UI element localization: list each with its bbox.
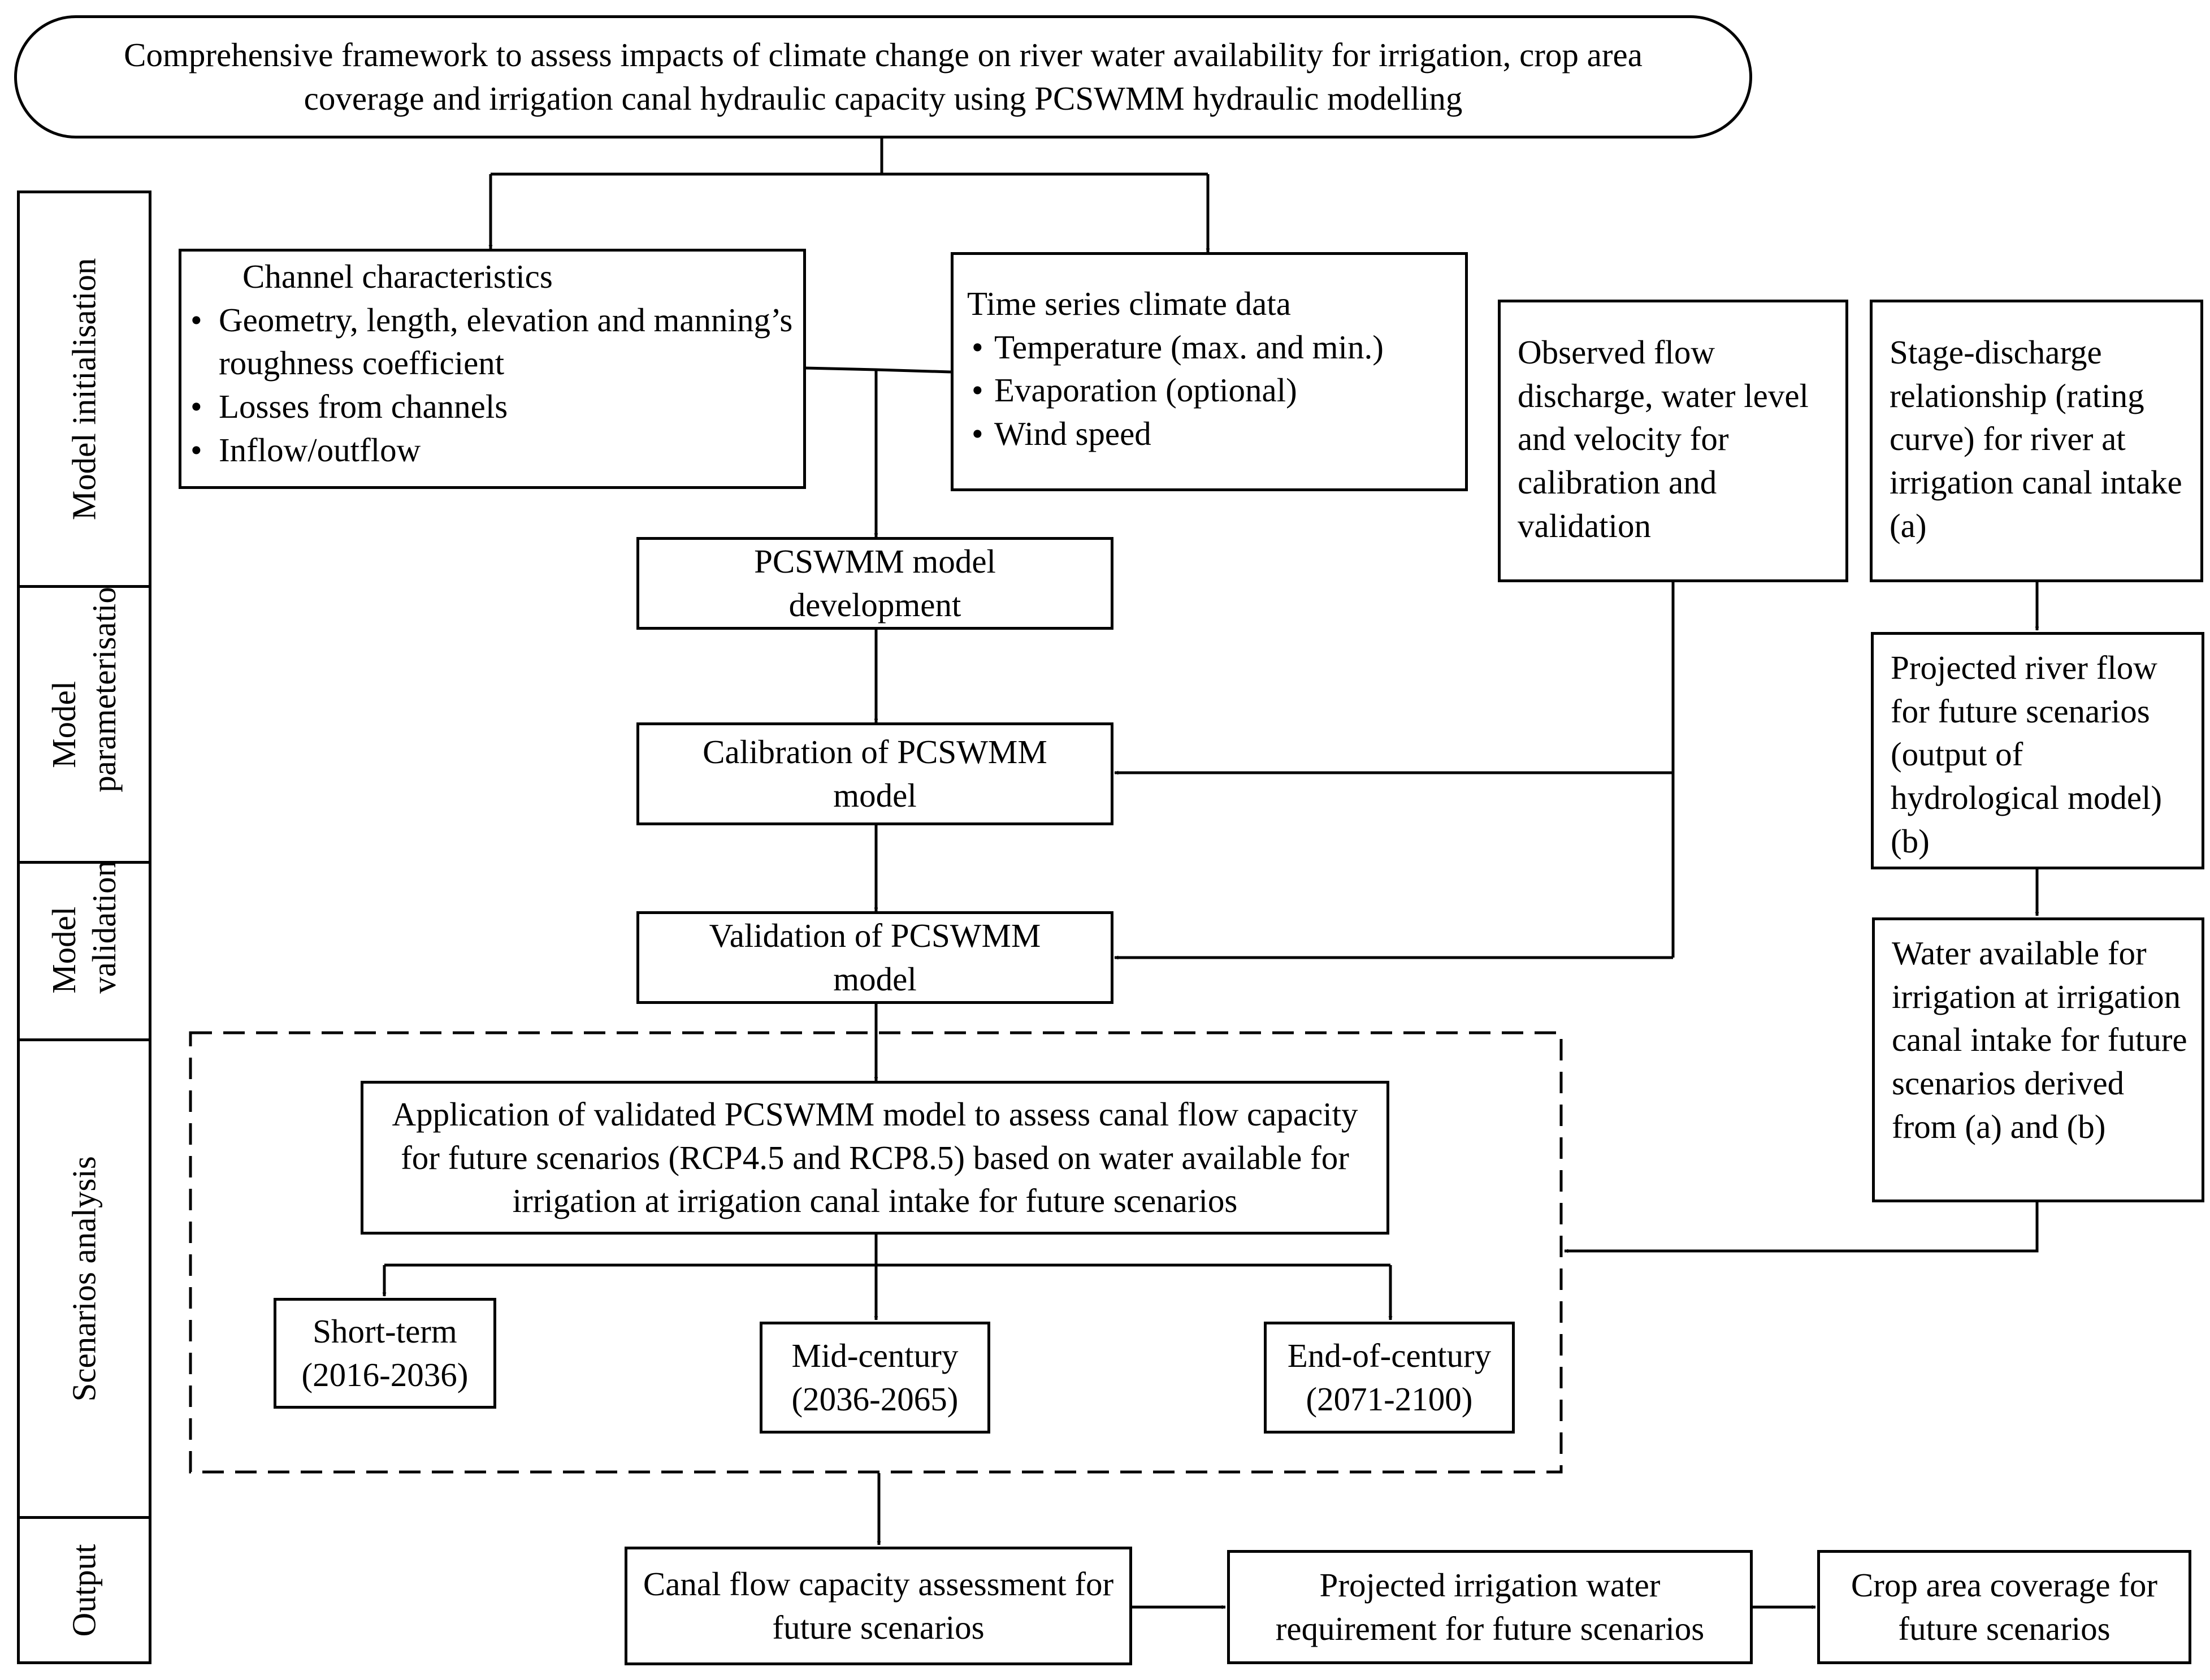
model-development-box: PCSWMM model development [636,537,1113,630]
stage-label: Output [65,1544,103,1636]
stage-discharge-text: Stage-discharge relationship (rating cur… [1890,334,2182,544]
channel-characteristics-box: Channel characteristics Geometry, length… [179,249,806,489]
stage-scenarios-analysis: Scenarios analysis [17,1038,151,1516]
framework-title-text: Comprehensive framework to assess impact… [124,36,1643,117]
stage-label: Scenarios analysis [65,1155,103,1402]
application-text: Application of validated PCSWMM model to… [392,1095,1358,1220]
stage-output: Output [17,1516,151,1664]
calibration-text: Calibration of PCSWMM model [703,733,1047,814]
framework-title: Comprehensive framework to assess impact… [14,15,1752,138]
connector-inputs-merge [804,366,951,374]
validation-text: Validation of PCSWMM model [709,917,1041,998]
canal-capacity-text: Canal flow capacity assessment for futur… [643,1565,1114,1646]
channel-list: Geometry, length, elevation and manning’… [186,298,793,472]
stage-label: Model validation [45,861,123,994]
stage-model-parameterisation: Model parameterisation [17,585,151,861]
projected-river-flow-text: Projected river flow for future scenario… [1891,649,2163,860]
list-item: Geometry, length, elevation and manning’… [186,298,793,385]
scenarios-group-boundary [189,1031,1563,1474]
validation-box: Validation of PCSWMM model [636,911,1113,1004]
climate-heading: Time series climate data [967,285,1291,322]
observed-data-box: Observed flow discharge, water level and… [1498,300,1848,582]
crop-area-text: Crop area coverage for future scenarios [1851,1566,2158,1647]
list-item: Evaporation (optional) [967,369,1455,412]
calibration-box: Calibration of PCSWMM model [636,722,1113,825]
irrigation-requirement-text: Projected irrigation water requirement f… [1275,1566,1705,1647]
irrigation-requirement-box: Projected irrigation water requirement f… [1227,1550,1753,1664]
canal-capacity-box: Canal flow capacity assessment for futur… [625,1547,1132,1665]
channel-heading: Channel characteristics [242,258,553,295]
model-development-text: PCSWMM model development [754,543,996,623]
arrow-water-to-scenarios [1564,1201,2039,1253]
end-of-century-box: End-of-century (2071-2100) [1264,1322,1515,1434]
water-available-box: Water available for irrigation at irriga… [1872,917,2204,1202]
stage-model-validation: Model validation [17,861,151,1038]
climate-list: Temperature (max. and min.) Evaporation … [967,326,1455,456]
list-item: Inflow/outflow [186,428,793,472]
period-years: (2071-2100) [1306,1380,1473,1418]
stage-label: Model parameterisation [45,585,123,793]
period-years: (2016-2036) [301,1356,469,1393]
list-item: Wind speed [967,412,1455,456]
stage-model-initialisation: Model initialisation [17,190,151,585]
short-term-box: Short-term (2016-2036) [274,1298,496,1409]
crop-area-box: Crop area coverage for future scenarios [1817,1550,2191,1664]
climate-data-box: Time series climate data Temperature (ma… [951,252,1468,491]
projected-river-flow-box: Projected river flow for future scenario… [1871,632,2204,869]
period-label: Short-term [313,1313,457,1350]
application-box: Application of validated PCSWMM model to… [361,1081,1389,1235]
stage-label: Model initialisation [65,258,103,521]
mid-century-box: Mid-century (2036-2065) [760,1322,990,1434]
list-item: Temperature (max. and min.) [967,326,1455,369]
period-years: (2036-2065) [791,1380,959,1418]
observed-data-text: Observed flow discharge, water level and… [1518,334,1809,544]
stage-discharge-box: Stage-discharge relationship (rating cur… [1870,300,2203,582]
list-item: Losses from channels [186,385,793,428]
period-label: End-of-century [1287,1337,1492,1375]
water-available-text: Water available for irrigation at irriga… [1892,934,2187,1145]
period-label: Mid-century [791,1337,959,1375]
